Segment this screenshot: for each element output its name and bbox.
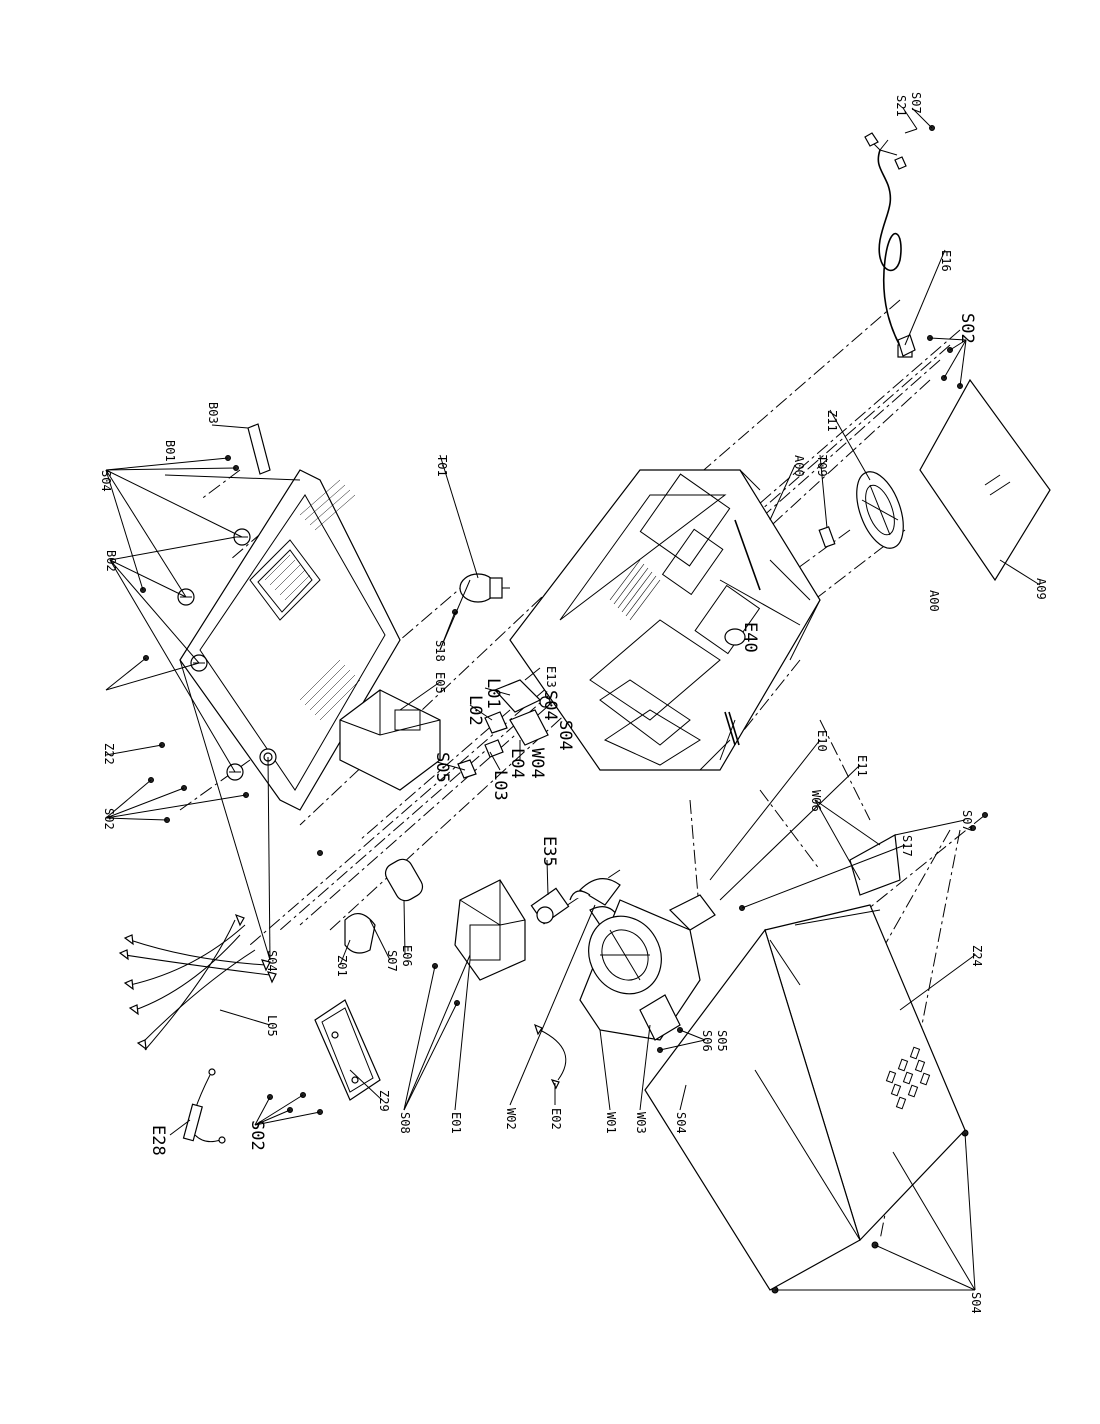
label-z22: Z22 [102, 743, 116, 765]
label-w02: W02 [504, 1108, 518, 1130]
label-s05-a: S05 [432, 752, 452, 783]
label-b01: B01 [163, 440, 177, 462]
magnetron-e35 [530, 887, 570, 925]
label-s08: S08 [398, 1112, 412, 1134]
label-w06: W06 [809, 790, 823, 812]
label-s04-d: S04 [265, 950, 279, 972]
label-l04: L04 [507, 748, 527, 779]
label-z29: Z29 [377, 1090, 391, 1112]
label-a00-b: A00 [927, 590, 941, 612]
label-z11: Z11 [825, 410, 839, 432]
label-z01: Z01 [335, 955, 349, 977]
label-s02-b: S02 [102, 808, 116, 830]
label-w04: W04 [527, 748, 547, 779]
leader-lines [105, 107, 1041, 1291]
label-s17: S17 [900, 835, 914, 857]
fan-duct-w01 [579, 899, 701, 1041]
label-s07-mid: S07 [385, 950, 399, 972]
label-s05-b: S05 [715, 1030, 729, 1052]
label-l05: L05 [265, 1015, 279, 1037]
glass-plate-a09 [919, 378, 1051, 582]
label-e28: E28 [148, 1125, 168, 1156]
label-e16: E16 [939, 250, 953, 272]
label-a00-a: A00 [792, 455, 806, 477]
label-e13: E13 [544, 666, 558, 688]
thermal-fuse-e28 [182, 1068, 226, 1144]
fuse-holder-e40 [724, 628, 746, 646]
motor-t01 [459, 573, 510, 603]
label-s04-e: S04 [674, 1112, 688, 1134]
label-w03: W03 [634, 1112, 648, 1134]
label-s06: S06 [700, 1030, 714, 1052]
label-a09: A09 [1034, 578, 1048, 600]
label-b03: B03 [206, 402, 220, 424]
bracket-w06 [849, 834, 901, 896]
label-l01: L01 [483, 678, 503, 709]
label-e35: E35 [539, 836, 559, 867]
capacitor-e06 [384, 858, 424, 902]
label-l03: L03 [490, 770, 510, 801]
bracket-z01 [344, 913, 376, 954]
control-panel [339, 689, 441, 791]
fan-motor-w03 [668, 894, 716, 931]
label-s21: S21 [894, 95, 908, 117]
label-s02-bot: S02 [247, 1120, 267, 1151]
label-l02: L02 [465, 695, 485, 726]
label-z24: Z24 [970, 945, 984, 967]
bracket-b03 [247, 423, 271, 475]
label-e11: E11 [855, 755, 869, 777]
bottom-plate-z29 [314, 999, 381, 1101]
switch-cluster [457, 667, 551, 779]
case-vents [885, 1046, 931, 1110]
turntable-support-z11 [856, 471, 904, 549]
cavity-frame [509, 469, 821, 771]
label-t09: T09 [815, 455, 829, 477]
label-e06: E06 [400, 945, 414, 967]
label-e02: E02 [549, 1108, 563, 1130]
label-e05: E05 [433, 672, 447, 694]
label-s07-top: S07 [909, 92, 923, 114]
label-s04-c: S04 [555, 720, 575, 751]
wire-harness-l05 [118, 913, 277, 1051]
label-e01: E01 [449, 1112, 463, 1134]
outer-case-z24 [644, 904, 966, 1291]
label-s04-b: S04 [540, 690, 560, 721]
label-s18: S18 [433, 640, 447, 662]
label-b02: B02 [104, 550, 118, 572]
label-t01: T01 [435, 455, 449, 477]
label-s04-a: S04 [99, 470, 113, 492]
label-s07-right: S07 [960, 810, 974, 832]
label-e40: E40 [740, 622, 760, 653]
label-e10: E10 [815, 730, 829, 752]
label-s04-bot: S04 [969, 1292, 983, 1314]
shaft-t09 [818, 526, 836, 548]
label-s02-top: S02 [957, 313, 977, 344]
power-cord [864, 125, 935, 358]
part-labels: S07 S21 E16 S02 B03 B01 S04 T01 B02 A00 … [99, 92, 1048, 1314]
plug-e16 [897, 334, 916, 357]
transformer-e01 [454, 879, 526, 981]
label-w01: W01 [604, 1112, 618, 1134]
